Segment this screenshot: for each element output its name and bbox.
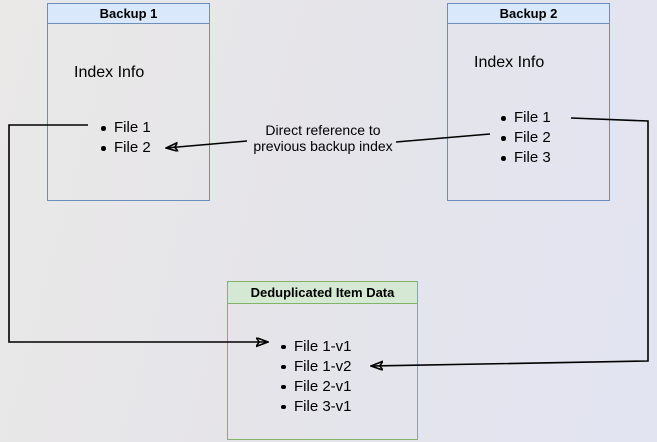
deduplicated-item-data-box: Deduplicated Item Data File 1-v1 File 1-… xyxy=(227,281,418,440)
backup2-title: Backup 2 xyxy=(448,4,609,24)
file-item: File 2 xyxy=(448,128,609,148)
dedup-title: Deduplicated Item Data xyxy=(228,282,417,304)
file-item: File 1-v1 xyxy=(228,337,417,357)
edge-label-line1: Direct reference to xyxy=(265,122,381,138)
backup1-box: Backup 1 Index Info File 1 File 2 xyxy=(47,3,210,201)
edge-label-direct-reference: Direct reference to previous backup inde… xyxy=(240,122,406,154)
backup2-file-list: File 1 File 2 File 3 xyxy=(448,108,609,168)
backup2-body: Index Info File 1 File 2 File 3 xyxy=(448,24,609,199)
dedup-file-list: File 1-v1 File 1-v2 File 2-v1 File 3-v1 xyxy=(228,337,417,417)
edge-label-line2: previous backup index xyxy=(253,138,393,154)
file-item: File 1-v2 xyxy=(228,357,417,377)
file-item: File 2-v1 xyxy=(228,377,417,397)
file-item: File 2 xyxy=(48,138,209,158)
file-item: File 1 xyxy=(48,118,209,138)
backup2-subtitle: Index Info xyxy=(474,54,545,72)
backup1-body: Index Info File 1 File 2 xyxy=(48,24,209,199)
file-item: File 1 xyxy=(448,108,609,128)
file-item: File 3-v1 xyxy=(228,397,417,417)
dedup-body: File 1-v1 File 1-v2 File 2-v1 File 3-v1 xyxy=(228,304,417,440)
backup2-box: Backup 2 Index Info File 1 File 2 File 3 xyxy=(447,3,610,201)
backup1-title: Backup 1 xyxy=(48,4,209,24)
file-item: File 3 xyxy=(448,148,609,168)
backup1-subtitle: Index Info xyxy=(74,64,145,82)
backup1-file-list: File 1 File 2 xyxy=(48,118,209,158)
